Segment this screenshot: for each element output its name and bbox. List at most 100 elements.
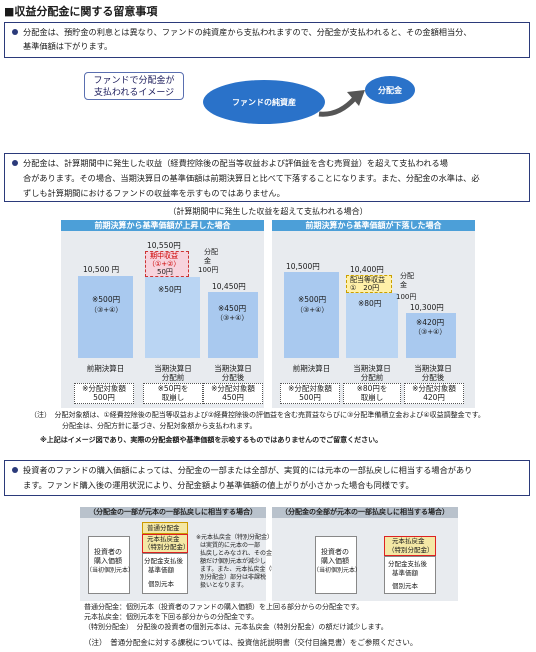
individual-principal-label-right: 個別元本: [392, 582, 418, 590]
left-x-label-2b: 分配前: [161, 373, 185, 382]
image-caption-line-1: ファンドで分配金が: [93, 76, 175, 86]
after-label-2-right: 基準価額: [392, 569, 418, 577]
principal-left-header: （分配金の一部が元本の一部払戻しに相当する場合）: [80, 507, 266, 518]
bullet-icon: [12, 467, 18, 473]
bullet-icon: [12, 160, 18, 166]
left-bar-1-label: ※500円: [92, 295, 121, 304]
note-line-1: （注） 分配対象額は、①経費控除後の配当等収益および②経費控除後の評価益を含む売…: [30, 411, 485, 419]
refund-label: 元本払戻金: [147, 535, 180, 543]
after-price-box-left: [142, 553, 188, 594]
right-note-3: [404, 383, 464, 404]
right-income-sublabel: ① 20円: [350, 284, 380, 292]
distribution-label: 分配金: [378, 85, 402, 95]
right-note-1-line-2: 500円: [299, 393, 321, 402]
special-dist-label: （特別分配金）: [144, 543, 190, 551]
section-1-line-2: 基準価額は下がります。: [23, 41, 113, 51]
left-x-label-2: 当期決算日: [154, 364, 192, 373]
memo-line-1: ※元本払戻金（特別分配金）: [196, 534, 274, 541]
right-value-3: 10,300円: [410, 303, 444, 312]
left-note-1-line-1: ※分配対象額: [82, 384, 126, 393]
left-bar-1-sublabel: （③+④）: [90, 306, 123, 314]
page-title: ■収益分配金に関する留意事項: [4, 5, 158, 18]
section-2-line-3: ずしも計算期間におけるファンドの収益率を示すものではありません。: [23, 188, 285, 198]
refund-box-left: [142, 534, 188, 553]
memo-line-5: ます。また、元本払戻金（特: [200, 566, 278, 573]
left-bar-3-sublabel: （③+④）: [216, 314, 249, 322]
right-income-box: [346, 275, 392, 293]
ordinary-dist-box: [142, 522, 188, 534]
investor-label-3: （当初個別元本）: [86, 567, 135, 574]
right-note-1: [280, 383, 340, 404]
right-bar-1: [284, 272, 339, 358]
image-caption-box: ファンドで分配金が 支払われるイメージ: [84, 72, 184, 100]
left-bar-1: [78, 276, 133, 358]
left-value-2: 10,550円: [147, 241, 181, 250]
investor-label-2: 購入価額: [94, 557, 122, 565]
left-income-sublabel: （①+②）: [148, 260, 181, 268]
left-bar-3: [208, 292, 258, 358]
after-label-1-right: 分配金支払後: [388, 560, 427, 568]
footer-line-4: （注） 普通分配金に対する課税については、投資信託説明書（交付目論見書）をご参照…: [84, 638, 418, 647]
special-dist-label-right: （特別分配金）: [388, 546, 434, 554]
memo-line-3: 払戻しとみなされ、その金: [200, 550, 273, 557]
chart-heading: （計算期間中に発生した収益を超えて支払われる場合）: [168, 207, 368, 216]
right-dist-label-2: 金: [400, 281, 407, 289]
left-chart-header: 前期決算から基準価額が上昇した場合: [61, 220, 264, 231]
left-income-value: 50円: [157, 268, 173, 276]
section-1-box: 分配金は、預貯金の利息とは異なり、ファンドの純資産から支払われますので、分配金が…: [4, 22, 530, 58]
left-income-label: 期中収益: [150, 252, 178, 260]
left-x-label-3: 当期決算日: [214, 364, 252, 373]
right-bar-2: [346, 293, 398, 358]
right-note-3-line-1: ※分配対象額: [412, 384, 456, 393]
section-3-line-1: 投資者のファンドの購入価額によっては、分配金の一部または全部が、実質的には元本の…: [23, 465, 473, 475]
individual-principal-label: 個別元本: [148, 580, 174, 588]
footer-line-1: 普通分配金：個別元本（投資者のファンドの購入価額）を上回る部分からの分配金です。: [84, 603, 364, 611]
right-note-2: [343, 383, 401, 404]
fund-assets-ellipse: ファンドの純資産: [203, 80, 325, 124]
section-3-box: 投資者のファンドの購入価額によっては、分配金の一部または全部が、実質的には元本の…: [4, 460, 530, 496]
right-bar-1-sublabel: （③+④）: [296, 306, 329, 314]
right-value-1: 10,500円: [286, 262, 320, 271]
ordinary-dist-label: 普通分配金: [147, 524, 180, 532]
principal-right-header: （分配金の全部が元本の一部払戻しに相当する場合）: [272, 507, 458, 518]
memo-line-6: 別分配金）部分は非課税: [200, 574, 267, 581]
image-caption-line-2: 支払われるイメージ: [93, 88, 175, 98]
section-2-box: 分配金は、計算期間中に発生した収益（経費控除後の配当等収益および評価益を含む売買…: [4, 153, 530, 202]
right-note-2-line-2: 取崩し: [360, 393, 384, 402]
investor-box-left: [88, 536, 130, 594]
investor-label-2-right: 購入価額: [321, 557, 349, 565]
refund-label-right: 元本払戻金: [392, 537, 425, 545]
arrow-icon: [318, 90, 365, 117]
right-x-label-2b: 分配前: [360, 373, 384, 382]
right-x-label-1: 前期決算日: [292, 364, 331, 373]
investor-box-right: [315, 536, 357, 594]
footer-line-3: （特別分配金） 分配後の投資者の個別元本は、元本払戻金（特別分配金）の額だけ減少…: [84, 623, 388, 631]
section-2-line-1: 分配金は、計算期間中に発生した収益（経費控除後の配当等収益および評価益を含む売買…: [23, 158, 448, 168]
distribution-ellipse: 分配金: [365, 76, 415, 104]
footer-line-2: 元本払戻金：個別元本を下回る部分からの分配金です。: [84, 613, 259, 621]
right-x-label-2: 当期決算日: [353, 364, 391, 373]
left-x-label-3b: 分配後: [221, 373, 245, 382]
left-note-2-line-2: 取崩し: [161, 393, 185, 402]
memo-line-4: 額だけ個別元本が減少し: [200, 558, 267, 565]
section-3-line-2: ます。ファンド購入後の運用状況により、分配金額より基準価額の値上がりが小さかった…: [23, 480, 414, 490]
note-line-2: 分配金は、分配方針に基づき、分配対象額から支払われます。: [62, 422, 257, 430]
left-dist-amount: 100円: [198, 266, 219, 274]
memo-line-7: 扱いとなります。: [200, 582, 248, 589]
bullet-icon: [12, 29, 18, 35]
after-label-1: 分配金支払後: [144, 557, 183, 565]
left-income-box: [145, 251, 189, 277]
after-price-box-right: [384, 556, 436, 594]
left-dist-label: 分配: [204, 248, 218, 256]
left-note-3: [203, 383, 263, 404]
left-note-1-line-2: 500円: [93, 393, 115, 402]
left-value-3: 10,450円: [212, 282, 246, 291]
refund-box-right: [384, 536, 436, 556]
section-2-line-2: 合があります。その場合、当期決算日の基準価額は前期決算日と比べて下落することにな…: [23, 173, 480, 183]
left-note-2: [143, 383, 203, 404]
left-dist-label-2: 金: [204, 257, 211, 265]
right-note-3-line-2: 420円: [423, 393, 445, 402]
left-note-3-line-1: ※分配対象額: [211, 384, 255, 393]
right-x-label-3: 当期決算日: [414, 364, 452, 373]
left-value-1: 10,500 円: [83, 265, 120, 274]
